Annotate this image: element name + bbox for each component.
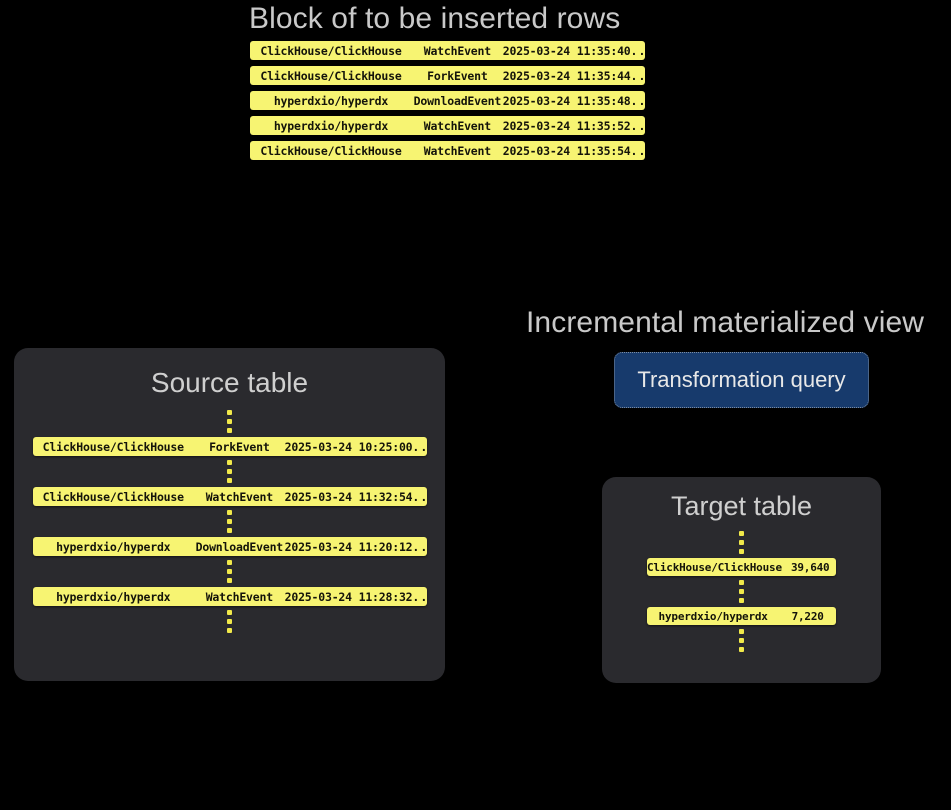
row-more-ellipsis: ...: [412, 489, 426, 504]
row-more-ellipsis: ...: [630, 43, 645, 58]
table-row: hyperdxio/hyperdx WatchEvent 2025-03-24 …: [250, 116, 645, 135]
target-table-title: Target table: [670, 491, 813, 521]
row-repo: ClickHouse/ClickHouse: [42, 489, 184, 504]
row-repo: hyperdxio/hyperdx: [658, 609, 768, 623]
row-more-ellipsis: ...: [630, 143, 645, 158]
vertical-ellipsis-icon: [739, 625, 744, 656]
row-timestamp: 2025-03-24 10:25:00: [284, 439, 413, 454]
row-timestamp: 2025-03-24 11:28:32: [284, 589, 413, 604]
row-timestamp: 2025-03-24 11:35:52: [502, 118, 631, 133]
table-row: hyperdxio/hyperdx DownloadEvent 2025-03-…: [32, 537, 427, 556]
row-repo: ClickHouse/ClickHouse: [260, 43, 402, 58]
row-repo: hyperdxio/hyperdx: [273, 93, 389, 108]
row-timestamp: 2025-03-24 11:35:54: [502, 143, 631, 158]
row-repo: ClickHouse/ClickHouse: [260, 68, 402, 83]
row-repo: ClickHouse/ClickHouse: [42, 439, 184, 454]
row-more-ellipsis: ...: [412, 439, 426, 454]
row-repo: ClickHouse/ClickHouse: [260, 143, 402, 158]
vertical-ellipsis-icon: [227, 606, 232, 637]
row-repo: ClickHouse/ClickHouse: [647, 560, 782, 574]
row-more-ellipsis: ...: [630, 118, 645, 133]
row-repo: hyperdxio/hyperdx: [56, 589, 171, 604]
target-table-body: ClickHouse/ClickHouse 39,640 hyperdxio/h…: [602, 527, 881, 656]
table-row: hyperdxio/hyperdx DownloadEvent 2025-03-…: [250, 91, 645, 110]
block-of-inserted-rows-title: Block of to be inserted rows: [249, 2, 621, 35]
vertical-ellipsis-icon: [227, 556, 232, 587]
row-event: WatchEvent: [205, 489, 273, 504]
table-row: ClickHouse/ClickHouse WatchEvent 2025-03…: [250, 41, 645, 60]
row-count: 39,640: [790, 560, 830, 574]
vertical-ellipsis-icon: [227, 406, 232, 437]
row-event: WatchEvent: [423, 118, 491, 133]
table-row: ClickHouse/ClickHouse ForkEvent 2025-03-…: [32, 437, 427, 456]
source-table-card: Source table ClickHouse/ClickHouse ForkE…: [14, 348, 445, 681]
row-count: 7,220: [791, 609, 824, 623]
vertical-ellipsis-icon: [227, 506, 232, 537]
incremental-materialized-view-title: Incremental materialized view: [526, 306, 925, 339]
row-event: DownloadEvent: [195, 539, 284, 554]
row-more-ellipsis: ...: [630, 68, 645, 83]
row-timestamp: 2025-03-24 11:32:54: [284, 489, 413, 504]
vertical-ellipsis-icon: [739, 576, 744, 607]
target-table-card: Target table ClickHouse/ClickHouse 39,64…: [602, 477, 881, 683]
row-repo: hyperdxio/hyperdx: [273, 118, 389, 133]
row-event: WatchEvent: [423, 43, 491, 58]
row-timestamp: 2025-03-24 11:20:12: [284, 539, 413, 554]
table-row: hyperdxio/hyperdx WatchEvent 2025-03-24 …: [32, 587, 427, 606]
row-timestamp: 2025-03-24 11:35:48: [502, 93, 631, 108]
table-row: ClickHouse/ClickHouse WatchEvent 2025-03…: [32, 487, 427, 506]
table-row: ClickHouse/ClickHouse 39,640: [647, 558, 836, 576]
transformation-query-box[interactable]: Transformation query: [614, 352, 869, 408]
table-row: ClickHouse/ClickHouse ForkEvent 2025-03-…: [250, 66, 645, 85]
source-table-title: Source table: [150, 367, 309, 398]
vertical-ellipsis-icon: [739, 527, 744, 558]
row-event: WatchEvent: [423, 143, 491, 158]
row-event: ForkEvent: [209, 439, 270, 454]
row-more-ellipsis: ...: [630, 93, 645, 108]
table-row: ClickHouse/ClickHouse WatchEvent 2025-03…: [250, 141, 645, 160]
row-event: WatchEvent: [205, 589, 273, 604]
row-more-ellipsis: ...: [412, 539, 426, 554]
vertical-ellipsis-icon: [227, 456, 232, 487]
table-row: hyperdxio/hyperdx 7,220: [647, 607, 836, 625]
row-event: ForkEvent: [427, 68, 488, 83]
row-more-ellipsis: ...: [412, 589, 426, 604]
row-event: DownloadEvent: [413, 93, 502, 108]
row-repo: hyperdxio/hyperdx: [56, 539, 171, 554]
insert-block-rows-list: ClickHouse/ClickHouse WatchEvent 2025-03…: [250, 41, 645, 160]
source-table-body: ClickHouse/ClickHouse ForkEvent 2025-03-…: [14, 406, 445, 637]
row-timestamp: 2025-03-24 11:35:44: [502, 68, 631, 83]
row-timestamp: 2025-03-24 11:35:40: [502, 43, 631, 58]
